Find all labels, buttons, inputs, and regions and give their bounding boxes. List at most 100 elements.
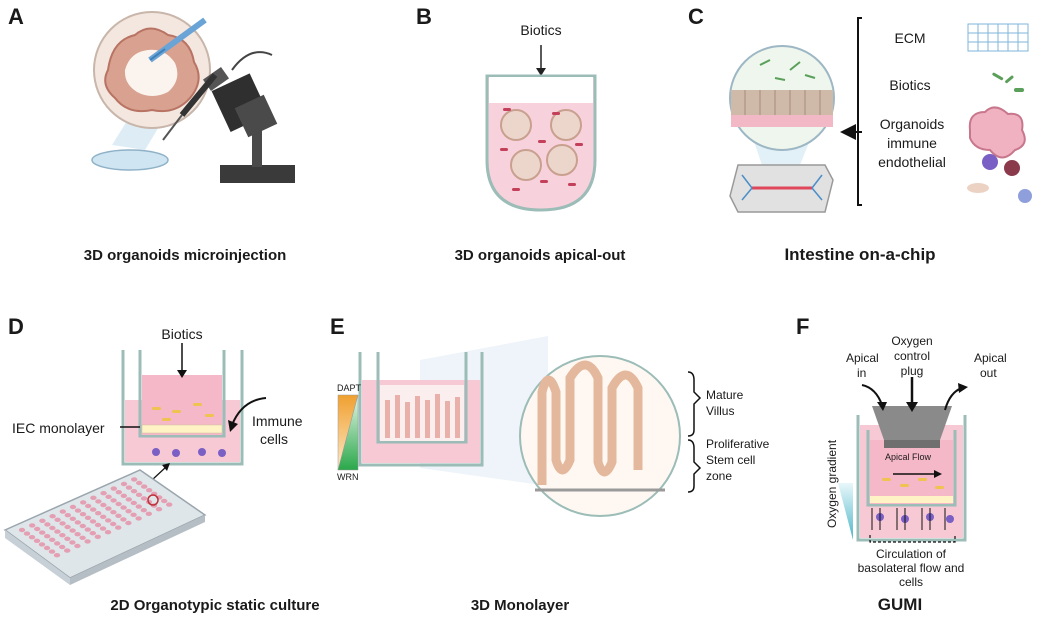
plate-well <box>94 534 102 539</box>
plate-well <box>146 488 153 493</box>
petri-dish <box>91 149 169 171</box>
plate-well <box>49 514 56 519</box>
plate-well <box>64 536 71 541</box>
wrn-gradient <box>337 394 359 471</box>
label-dapt: DAPT <box>337 383 362 393</box>
panel-letter-c: C <box>688 4 704 29</box>
plate-well <box>110 498 117 503</box>
label-circulation-3: cells <box>898 575 923 589</box>
plate-well <box>120 505 127 510</box>
oxygen-plug <box>872 406 952 440</box>
plate-well <box>115 501 122 507</box>
panel-f-drawing <box>838 377 968 543</box>
plate-well <box>85 503 92 509</box>
plate-well <box>39 518 46 523</box>
plate-well <box>59 544 66 550</box>
plate-well <box>79 523 87 529</box>
ecm-mesh-icon <box>967 23 1029 52</box>
plate-well <box>136 480 143 486</box>
plate-well <box>69 516 77 521</box>
plate-well <box>105 494 112 499</box>
panel-d-drawing <box>3 343 267 585</box>
label-villus: Villus <box>706 404 735 418</box>
panel-letter-a: A <box>8 4 24 29</box>
caption-a: 3D organoids microinjection <box>83 247 287 264</box>
panel-letter-e: E <box>330 314 345 339</box>
panel-letter-f: F <box>796 314 810 339</box>
label-oxygen-gradient: Oxygen gradient <box>825 439 839 529</box>
label-zone: zone <box>706 469 733 483</box>
plate-well <box>49 537 56 542</box>
plate-well <box>100 491 107 496</box>
plate-well <box>130 489 138 494</box>
plate-well <box>79 535 86 540</box>
plate-well <box>141 484 148 489</box>
label-immune-cells-2: cells <box>260 431 289 447</box>
plate-well <box>115 525 122 530</box>
plate-well <box>100 514 107 519</box>
plate-well <box>120 493 128 498</box>
plate-well <box>64 524 71 530</box>
plate-well <box>104 530 112 535</box>
plate-well <box>89 519 97 524</box>
villus-crypt <box>537 360 643 485</box>
plate-well <box>48 549 56 554</box>
label-plug: plug <box>900 364 924 378</box>
plate-well <box>140 508 147 513</box>
plate-well <box>18 527 26 533</box>
panel-a-drawing <box>91 11 295 183</box>
plate-well <box>84 527 92 532</box>
plate-well <box>54 517 61 522</box>
label-immune-cells-1: Immune <box>252 413 303 429</box>
plate-well <box>74 543 81 549</box>
plate-well <box>131 477 138 482</box>
label-apical-flow: Apical Flow <box>885 452 932 462</box>
plate-well <box>90 495 97 500</box>
plate-well <box>59 521 66 526</box>
plate-well <box>89 531 97 536</box>
plate-well <box>53 553 61 558</box>
plate-well <box>166 502 173 507</box>
plate-well <box>44 534 51 539</box>
caption-c: Intestine on-a-chip <box>784 245 936 264</box>
plate-well <box>29 523 36 528</box>
plate-well <box>110 486 118 491</box>
plate-well <box>64 513 72 518</box>
label-biotics-b: Biotics <box>520 22 562 38</box>
plate-well <box>59 509 66 514</box>
label-ecm: ECM <box>894 30 926 46</box>
plate-well <box>34 526 41 532</box>
plate-well <box>94 522 102 528</box>
organoid-icon-c <box>968 106 1026 159</box>
plate-well <box>135 516 142 521</box>
plate-well <box>38 542 46 547</box>
label-oxygen: Oxygen <box>891 334 933 348</box>
plate-well <box>135 492 143 497</box>
plate-well <box>43 545 51 551</box>
plate-well <box>90 507 97 512</box>
plate-well <box>99 526 107 531</box>
label-proliferative: Proliferative <box>706 437 770 451</box>
plate-well <box>95 511 102 516</box>
plate-well <box>54 541 61 546</box>
plate-well <box>74 520 82 525</box>
plate-well <box>69 540 76 545</box>
plate-well <box>54 529 61 534</box>
plate-well <box>39 530 46 535</box>
plate-well <box>69 504 77 510</box>
plate-well <box>84 539 91 544</box>
bracket-villus <box>687 371 702 437</box>
label-apical-out-1: Apical <box>974 351 1007 365</box>
plate-well <box>145 511 152 516</box>
plate-well <box>28 535 36 540</box>
arrow-to-chip <box>840 124 856 140</box>
plate-well <box>125 485 133 490</box>
label-circulation-1: Circulation of <box>875 547 947 561</box>
plate-well <box>59 533 66 538</box>
label-immune-c: immune <box>887 135 937 151</box>
plate-well <box>120 517 127 522</box>
panel-b-drawing <box>485 45 597 212</box>
caption-b: 3D organoids apical-out <box>454 247 626 264</box>
plate-well <box>79 512 87 517</box>
